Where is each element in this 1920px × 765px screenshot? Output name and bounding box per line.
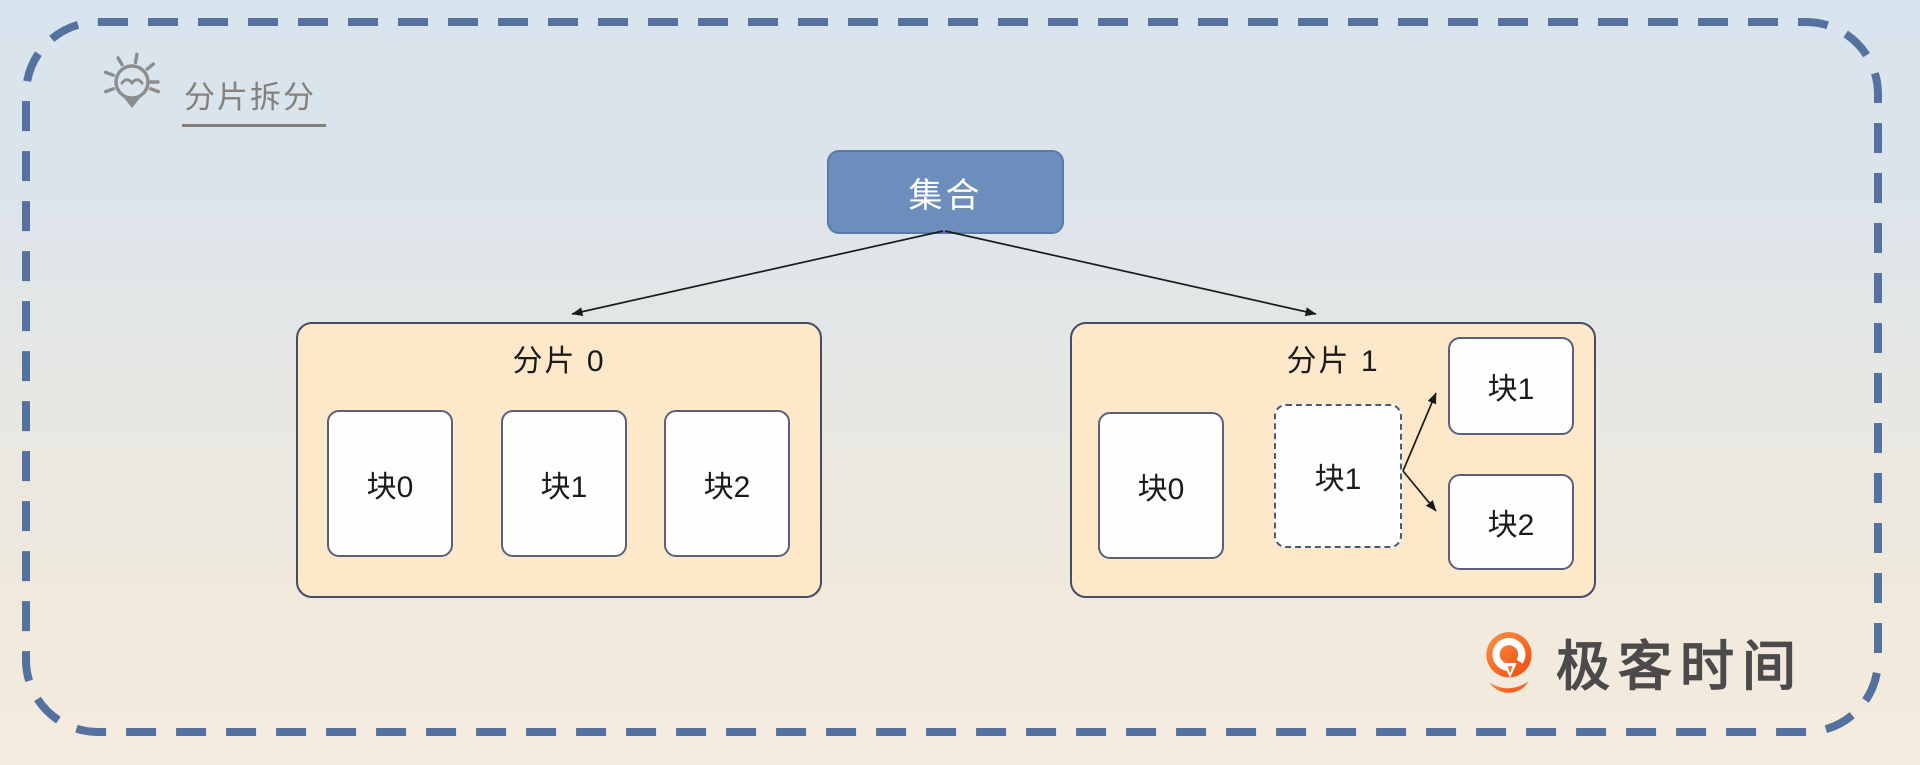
shard-1-split-result-1: 块2 xyxy=(1448,474,1574,570)
chunk-label: 块2 xyxy=(1487,509,1535,542)
shard-1-chunk-0: 块0 xyxy=(1098,412,1224,559)
chunk-label: 块0 xyxy=(1137,472,1185,506)
chunk-label: 块1 xyxy=(1487,373,1535,406)
branding: 极客时间 xyxy=(1478,622,1804,701)
shard-0-title: 分片 0 xyxy=(512,345,606,378)
shard-1-container: 分片 1 块0 块1 块1 块2 xyxy=(1070,322,1596,598)
collection-to-shard0-arrow xyxy=(571,230,944,317)
collection-node: 集合 xyxy=(827,150,1064,234)
header: 分片拆分 xyxy=(100,50,326,127)
shard-0-chunk-0: 块0 xyxy=(327,410,453,557)
shard-0-container: 分片 0 块0 块1 块2 xyxy=(296,322,822,598)
collection-to-shard1-arrow xyxy=(944,230,1317,317)
branding-name: 极客时间 xyxy=(1556,637,1804,697)
shard-1-splitting-chunk: 块1 xyxy=(1274,404,1402,548)
collection-label: 集合 xyxy=(908,176,983,215)
chunk-label: 块2 xyxy=(703,470,751,504)
shard-0-chunk-2: 块2 xyxy=(664,410,790,557)
geektime-logo-icon xyxy=(1486,631,1532,693)
chunk-label: 块1 xyxy=(540,470,588,504)
shard-1-split-result-0: 块1 xyxy=(1448,337,1574,435)
page-title: 分片拆分 xyxy=(182,72,326,127)
shard-0-chunk-1: 块1 xyxy=(501,410,627,557)
chunk-label: 块0 xyxy=(366,470,414,504)
lightbulb-icon xyxy=(104,52,160,108)
chunk-label: 块1 xyxy=(1314,463,1362,496)
